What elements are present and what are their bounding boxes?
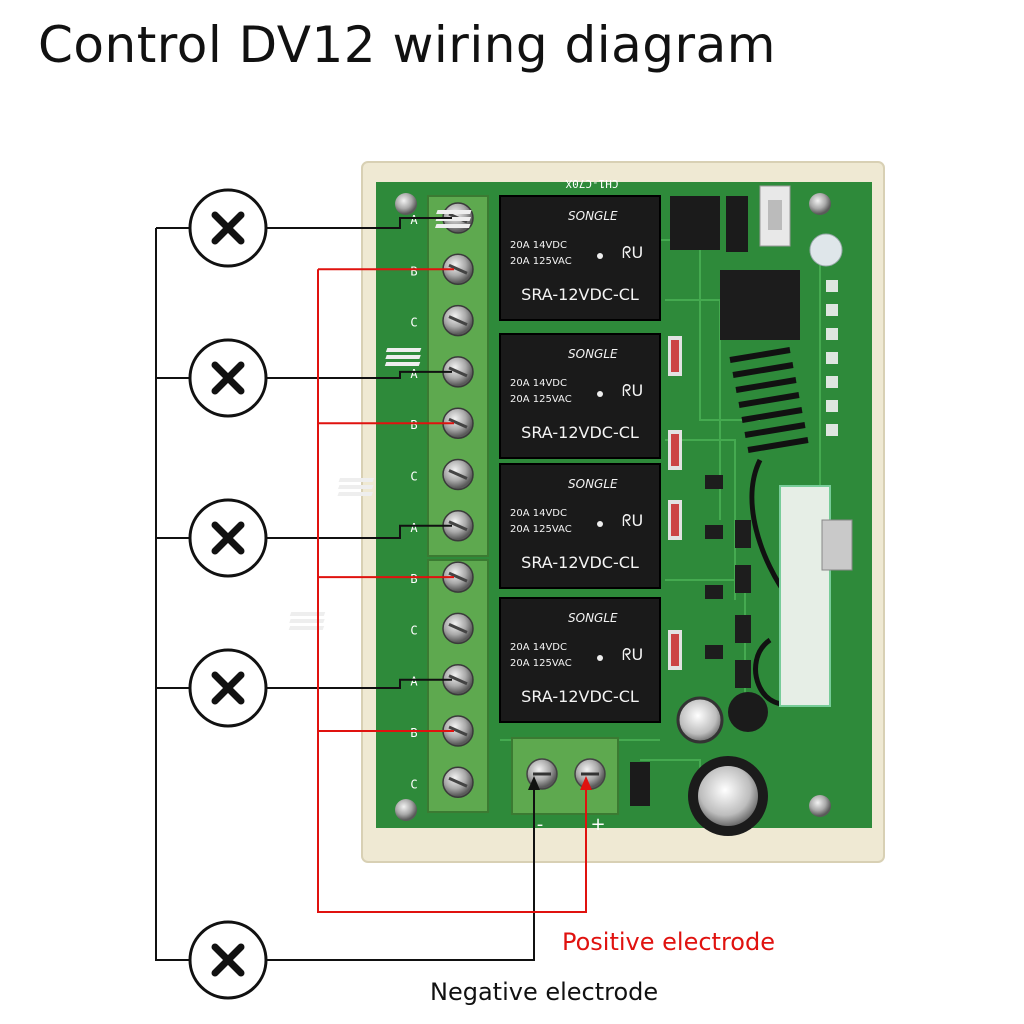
diagram-title: Control DV12 wiring diagram: [38, 16, 776, 74]
loads: [188, 188, 268, 1000]
terminal-letter: C: [410, 316, 417, 330]
relay-rating: 20A 14VDC: [510, 642, 567, 653]
terminal-letter: C: [410, 623, 417, 637]
lamp-cross-icon: [188, 188, 268, 268]
lamp-cross-icon: [188, 338, 268, 418]
relay-brand: SONGLE: [568, 477, 618, 491]
relay-rating: 20A 14VDC: [510, 240, 567, 251]
terminal-block: A B C A B C A B C A B C: [410, 195, 489, 813]
terminal-letter: A: [410, 675, 418, 689]
lamp-cross-icon: [188, 648, 268, 728]
power-terminal: [511, 737, 619, 815]
relay-rating: 20A 125VAC: [510, 658, 572, 669]
mounting-screws: [395, 193, 831, 821]
positive-bus-wire: [317, 269, 587, 913]
relay-rating: 20A 14VDC: [510, 378, 567, 389]
load-to-terminal-wire: [266, 524, 452, 539]
load-to-terminal-wire: [266, 370, 452, 379]
load-to-terminal-wire: [266, 678, 452, 689]
terminal-letter: B: [410, 264, 417, 278]
relay-rating: 20A 125VAC: [510, 524, 572, 535]
relay: SONGLE 20A 14VDC 20A 125VAC ᖇU SRA-12VDC-CL: [288, 597, 661, 723]
terminal-letter: B: [410, 418, 417, 432]
ul-mark: ᖇU: [622, 381, 643, 400]
relay-model: SRA-12VDC-CL: [521, 553, 639, 572]
power-minus-mark: -: [537, 814, 544, 835]
relay-brand: SONGLE: [568, 347, 618, 361]
relay-rating: 20A 14VDC: [510, 508, 567, 519]
load-to-terminal-wire: [266, 217, 452, 229]
terminal-letter: C: [410, 777, 417, 791]
lamp-cross-icon: [188, 498, 268, 578]
ul-mark: ᖇU: [622, 243, 643, 262]
relay-model: SRA-12VDC-CL: [521, 687, 639, 706]
relay-model: SRA-12VDC-CL: [521, 285, 639, 304]
terminal-letter: B: [410, 726, 417, 740]
terminal-letter: C: [410, 470, 417, 484]
terminal-letter: A: [410, 213, 418, 227]
relay-model: SRA-12VDC-CL: [521, 423, 639, 442]
relay-rating: 20A 125VAC: [510, 394, 572, 405]
negative-bus-wire: [155, 228, 190, 961]
wiring: [155, 217, 592, 961]
right-side-components: [630, 185, 853, 836]
relay: SONGLE 20A 14VDC 20A 125VAC ᖇU SRA-12VDC-CL: [384, 333, 661, 459]
terminal-letter: A: [410, 367, 418, 381]
negative-electrode-label: Negative electrode: [430, 978, 659, 1006]
relay-brand: SONGLE: [568, 209, 618, 223]
relay: SONGLE 20A 14VDC 20A 125VAC ᖇU SRA-12VDC-CL: [435, 195, 661, 321]
relay: SONGLE 20A 14VDC 20A 125VAC ᖇU SRA-12VDC-CL: [337, 463, 661, 589]
ul-mark: ᖇU: [622, 645, 643, 664]
relay-brand: SONGLE: [568, 611, 618, 625]
board-silkscreen: CH1-C70X: [565, 177, 618, 190]
positive-electrode-label: Positive electrode: [562, 928, 775, 956]
power-plus-mark: +: [590, 814, 605, 835]
lamp-cross-icon: [188, 920, 268, 1000]
terminal-letter: B: [410, 572, 417, 586]
negative-power-wire: [266, 780, 535, 961]
relay-rating: 20A 125VAC: [510, 256, 572, 267]
ul-mark: ᖇU: [622, 511, 643, 530]
terminal-letter: A: [410, 521, 418, 535]
